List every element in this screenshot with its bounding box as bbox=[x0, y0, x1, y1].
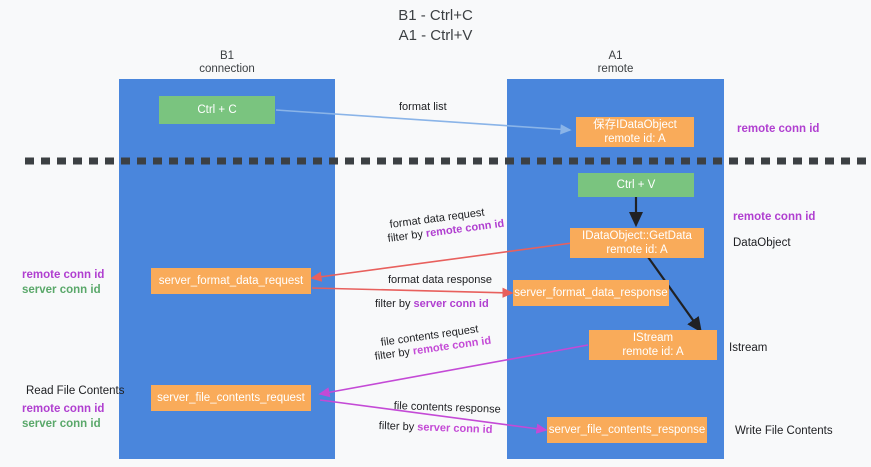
note-istream: Istream bbox=[729, 342, 768, 354]
node-istream-line1: IStream bbox=[632, 332, 674, 344]
note-remote-conn-id-mid: remote conn id bbox=[733, 211, 816, 223]
edge-label-file-contents-response-filter-key: server conn id bbox=[417, 421, 493, 436]
node-istream[interactable]: IStream remote id: A bbox=[589, 330, 717, 360]
node-ctrl-v[interactable]: Ctrl + V bbox=[578, 173, 694, 197]
node-getdata-line2: remote id: A bbox=[606, 244, 668, 256]
note-left-conn-ids-bottom-remote: remote conn id bbox=[22, 403, 105, 415]
node-ctrl-c[interactable]: Ctrl + C bbox=[159, 96, 275, 124]
node-server-file-contents-response-label: server_file_contents_response bbox=[548, 424, 706, 436]
node-save-idataobject-line1: 保存IDataObject bbox=[593, 119, 677, 131]
lane-header-a1: A1 remote bbox=[507, 50, 724, 76]
node-ctrl-v-label: Ctrl + V bbox=[616, 179, 656, 191]
note-left-conn-ids-bottom-server: server conn id bbox=[22, 418, 101, 430]
node-istream-line2: remote id: A bbox=[622, 346, 684, 358]
note-left-read-file-contents-text: Read File Contents bbox=[26, 385, 125, 397]
node-server-format-data-request-label: server_format_data_request bbox=[158, 275, 304, 287]
note-left-conn-ids-mid-remote: remote conn id bbox=[22, 269, 105, 281]
note-write-file-contents: Write File Contents bbox=[735, 425, 833, 437]
page-title: B1 - Ctrl+C A1 - Ctrl+V bbox=[398, 7, 473, 44]
node-getdata-line1: IDataObject::GetData bbox=[582, 230, 692, 242]
edge-label-file-contents-response-filter-prefix: filter by bbox=[378, 420, 418, 434]
note-left-read-file-contents: Read File Contents bbox=[26, 384, 124, 399]
lane-header-a1-line1: A1 bbox=[608, 50, 623, 62]
edge-label-format-data-response-filter-prefix: filter by bbox=[375, 298, 414, 310]
edge-label-format-data-response-filter: filter by server conn id bbox=[375, 298, 489, 310]
node-save-idataobject[interactable]: 保存IDataObject remote id: A bbox=[576, 117, 694, 147]
node-server-format-data-request[interactable]: server_format_data_request bbox=[151, 268, 311, 294]
node-server-format-data-response[interactable]: server_format_data_response bbox=[513, 280, 669, 306]
node-getdata[interactable]: IDataObject::GetData remote id: A bbox=[570, 228, 704, 258]
edge-label-format-data-response: format data response bbox=[388, 274, 492, 286]
lane-header-b1: B1 connection bbox=[119, 50, 335, 76]
lane-header-a1-line2: remote bbox=[597, 63, 634, 75]
edge-label-format-data-response-text: format data response bbox=[388, 274, 492, 286]
note-left-conn-ids-bottom: remote conn id server conn id bbox=[22, 402, 104, 432]
node-server-format-data-response-label: server_format_data_response bbox=[514, 287, 668, 299]
node-ctrl-c-label: Ctrl + C bbox=[197, 104, 237, 116]
node-server-file-contents-request[interactable]: server_file_contents_request bbox=[151, 385, 311, 411]
node-server-file-contents-request-label: server_file_contents_request bbox=[157, 392, 305, 404]
note-dataobject: DataObject bbox=[733, 237, 791, 249]
lane-header-b1-line2: connection bbox=[199, 63, 255, 75]
node-save-idataobject-line2: remote id: A bbox=[604, 133, 666, 145]
note-left-conn-ids-mid: remote conn id server conn id bbox=[22, 268, 104, 298]
note-remote-conn-id-top: remote conn id bbox=[737, 123, 820, 135]
edge-label-format-list: format list bbox=[399, 101, 447, 113]
edge-label-format-data-response-filter-key: server conn id bbox=[413, 298, 489, 310]
node-server-file-contents-response[interactable]: server_file_contents_response bbox=[547, 417, 707, 443]
note-left-conn-ids-mid-server: server conn id bbox=[22, 284, 101, 296]
lane-header-b1-line1: B1 bbox=[219, 50, 235, 62]
edge-label-format-list-text: format list bbox=[399, 101, 447, 113]
